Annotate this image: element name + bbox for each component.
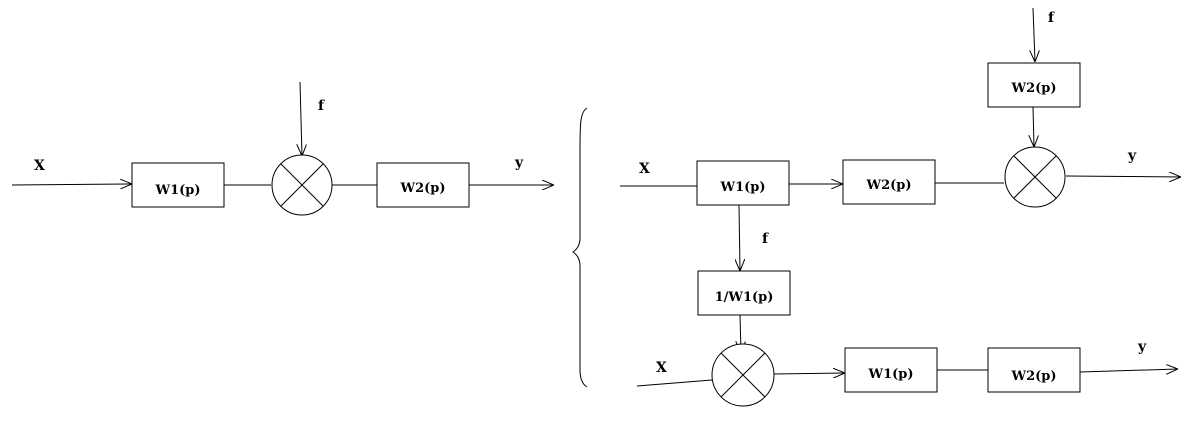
curly-brace — [572, 107, 588, 388]
left-diagram: X W1(p) f W2(p) y — [11, 81, 554, 216]
rt-output-label: y — [1127, 148, 1137, 164]
rb-w2-block — [987, 347, 1081, 393]
rt-f-arrow — [1033, 7, 1035, 62]
right-bottom-diagram: f 1/W1(p) X W1(p) W2(p) y — [636, 204, 1178, 407]
rb-sum-to-w1-arrow — [773, 373, 845, 374]
rb-input-line — [636, 379, 713, 387]
left-summing-junction — [271, 154, 333, 216]
rt-f-w2-label: W2(p) — [1010, 81, 1056, 96]
rt-fw2-to-sum-arrow — [1033, 106, 1034, 147]
rb-input-label: X — [656, 360, 667, 376]
rt-w2-block — [842, 159, 936, 205]
rt-f-w2-block — [987, 62, 1081, 108]
left-input-arrow — [11, 184, 132, 185]
left-input-label: X — [34, 158, 45, 174]
left-f-label: f — [318, 98, 325, 114]
rt-f-label: f — [1048, 10, 1055, 26]
rb-f-label: f — [762, 231, 769, 247]
rb-output-label: y — [1137, 339, 1147, 355]
rt-w1-label: W1(p) — [719, 180, 765, 195]
rb-summing-junction — [711, 343, 775, 407]
rt-w1-block — [696, 160, 790, 206]
left-w2-block — [376, 162, 470, 208]
rb-f-arrow — [739, 204, 740, 271]
left-w1-label: W1(p) — [154, 183, 200, 198]
rb-w1-label: W1(p) — [867, 367, 913, 382]
rt-w2-label: W2(p) — [865, 178, 911, 193]
left-w2-label: W2(p) — [399, 181, 445, 196]
left-w1-block — [131, 162, 225, 208]
left-output-label: y — [514, 155, 524, 171]
right-top-diagram: X W1(p) W2(p) f W2(p) y — [620, 7, 1181, 208]
rb-w1-block — [844, 347, 938, 393]
left-f-arrow — [300, 81, 302, 156]
rt-summing-junction — [1004, 146, 1066, 208]
rb-w2-label: W2(p) — [1010, 369, 1056, 384]
rb-inv-w1-label: 1/W1(p) — [715, 290, 774, 305]
rb-inv-w1-block — [697, 270, 791, 316]
rt-input-label: X — [639, 161, 650, 177]
rt-output-arrow — [1065, 176, 1181, 177]
rb-output-arrow — [1079, 369, 1178, 372]
